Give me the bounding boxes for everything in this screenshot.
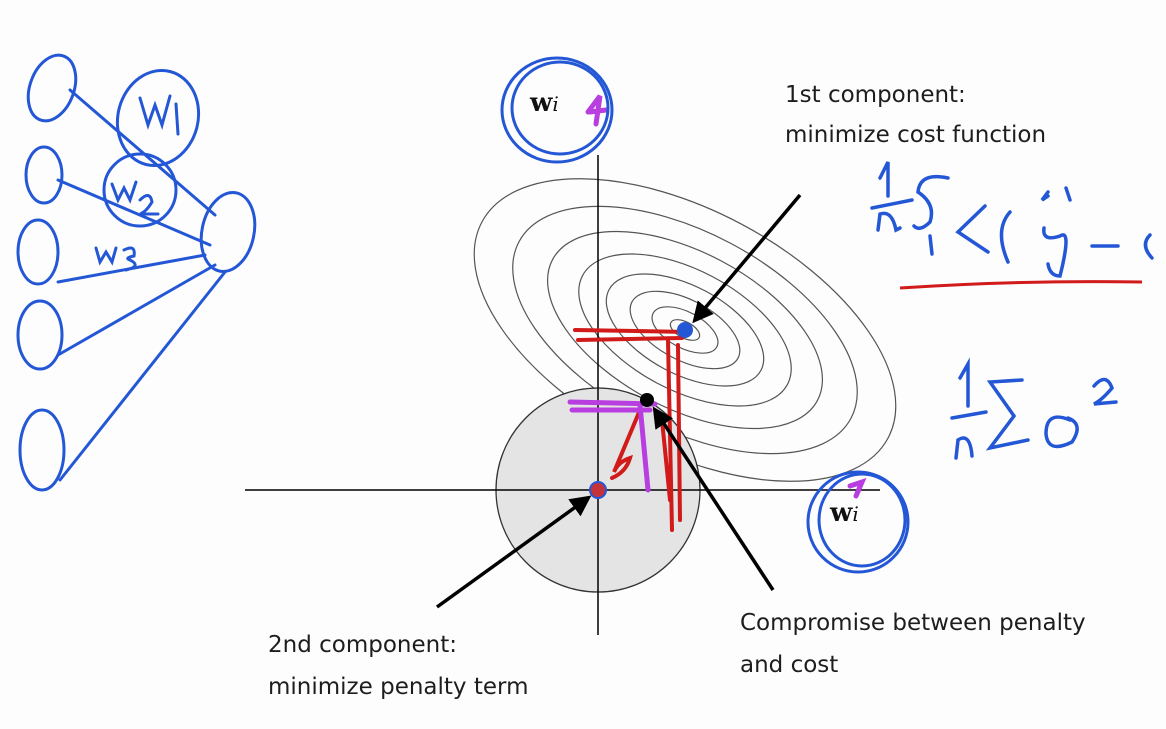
cost-minimum-point	[677, 322, 693, 338]
arrow-to-compromise	[652, 406, 775, 591]
arrow-to-origin	[435, 495, 592, 609]
network-sketch	[16, 53, 257, 492]
weight-subscript: i	[552, 92, 559, 116]
weight-subscript: i	[852, 502, 859, 526]
red-annotations	[573, 328, 692, 532]
formula-underline	[899, 280, 1143, 290]
purple-annotations	[567, 94, 867, 499]
input-node-3	[16, 218, 60, 286]
input-node-4	[16, 299, 64, 371]
weight-axis-label-vertical: wi	[530, 88, 559, 118]
weight-symbol: w	[830, 498, 853, 528]
second-component-line1: 2nd component:	[268, 632, 457, 658]
compromise-line1: Compromise between penalty	[740, 610, 1086, 636]
origin-point	[589, 481, 607, 499]
output-node	[199, 191, 257, 273]
w2-scribble	[110, 180, 160, 216]
axes	[245, 155, 880, 635]
second-component-line2: minimize penalty term	[268, 674, 529, 700]
input-node-5	[18, 408, 66, 492]
connection-line	[56, 178, 212, 247]
w3-scribble	[94, 246, 137, 272]
input-node-1	[26, 53, 78, 123]
formula-variance	[950, 357, 1118, 460]
connection-line	[58, 270, 227, 482]
weight-circle-w1	[115, 68, 201, 168]
input-node-2	[24, 145, 64, 205]
weight-axis-label-horizontal: wi	[830, 498, 859, 528]
arrow-to-cost-minimum	[692, 193, 802, 324]
compromise-line2: and cost	[740, 652, 839, 678]
first-component-line1: 1st component:	[785, 82, 966, 108]
axis-label-circles	[500, 56, 910, 574]
arrows	[435, 193, 802, 609]
first-component-line2: minimize cost function	[785, 122, 1047, 148]
connection-line	[56, 263, 217, 357]
connection-line	[68, 88, 217, 217]
w1-scribble	[138, 94, 180, 136]
weight-symbol: w	[530, 88, 553, 118]
formula-cost	[870, 161, 1154, 278]
compromise-point	[640, 393, 654, 407]
weight-circle-w2	[102, 152, 178, 228]
